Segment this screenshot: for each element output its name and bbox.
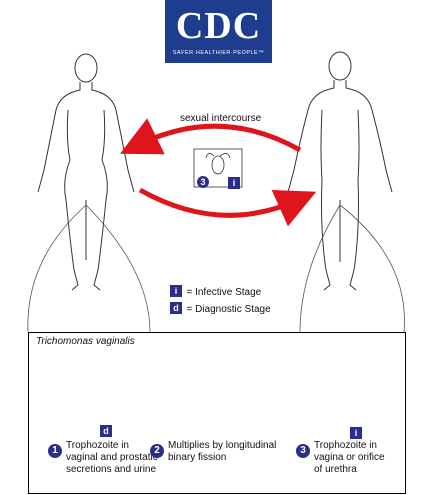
legend-diagnostic-label: = Diagnostic Stage [186,304,271,315]
step-1-caption: Trophozoite in vaginal and prostatic sec… [66,440,158,476]
step-1-stage-badge: d [100,422,112,440]
legend-infective: i = Infective Stage [170,282,261,300]
panel-title: Trichomonas vaginalis [36,336,135,347]
step-1-number: 1 [48,440,62,458]
red-arrow-bottom [138,187,317,227]
legend-diagnostic: d = Diagnostic Stage [170,299,271,317]
step-2-caption: Multiplies by longitudinal binary fissio… [168,440,276,464]
step-2-number: 2 [150,440,164,458]
step-2-caption-line-1: Multiplies by longitudinal [168,440,277,451]
center-step-number: 3 [197,172,209,190]
legend-infective-label: = Infective Stage [186,287,262,298]
step-1-caption-line-3: secretions and urine [66,464,157,475]
center-number-badge: 3 [197,176,209,188]
male-figure [287,51,393,291]
center-trophozoite-icon [205,153,231,175]
legend-diagnostic-symbol: d [173,302,179,313]
step-3-stage-symbol: i [354,427,358,438]
arrow-label-sexual-intercourse: sexual intercourse [180,113,262,124]
center-stage-symbol: i [232,177,236,188]
step-1-stage-symbol: d [103,425,109,436]
red-arrow-top [120,118,302,155]
female-figure [37,53,135,291]
step-1-number-badge: 1 [48,444,62,458]
step-1-caption-line-2: vaginal and prostatic [66,452,158,463]
step-3-stage-badge: i [350,424,362,442]
logo-name: CDC [175,5,262,47]
step-3-caption-line-3: of urethra [314,464,357,475]
trichomonas-panel [28,332,406,494]
step-3-number-badge: 3 [296,444,310,458]
step-3-caption-line-1: Trophozoite in [314,440,377,451]
step-3-number: 3 [296,440,310,458]
center-stage-badge: i [228,174,240,192]
logo-tagline: SAFER·HEALTHIER·PEOPLE™ [172,50,265,56]
panel-connector-lines [27,204,405,333]
step-2-caption-line-2: binary fission [168,452,227,463]
cdc-logo: CDC SAFER·HEALTHIER·PEOPLE™ [165,0,272,63]
step-1-caption-line-1: Trophozoite in [66,440,129,451]
step-3-caption: Trophozoite in vagina or orifice of uret… [314,440,385,476]
step-2-number-badge: 2 [150,444,164,458]
step-3-caption-line-2: vagina or orifice [314,452,385,463]
legend-infective-symbol: i [174,285,178,296]
